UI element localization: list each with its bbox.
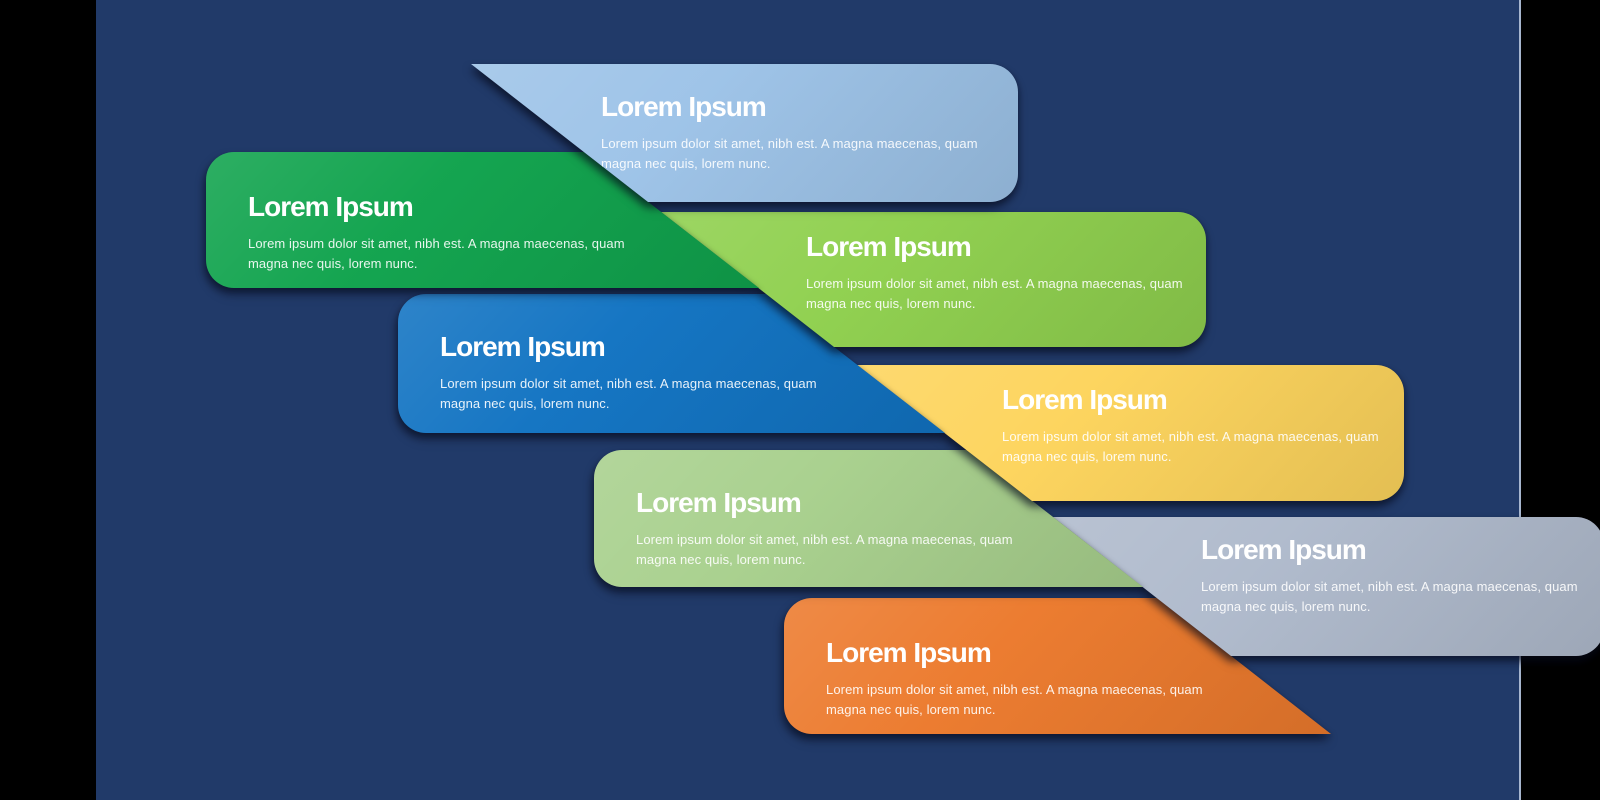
card-title: Lorem Ipsum: [1002, 384, 1168, 415]
card-body: Lorem ipsum dolor sit amet, nibh est. A …: [636, 532, 1013, 567]
card-title: Lorem Ipsum: [440, 331, 606, 362]
card-body: Lorem ipsum dolor sit amet, nibh est. A …: [1002, 429, 1379, 464]
card-title: Lorem Ipsum: [601, 91, 767, 122]
step-card-1-shape: Lorem Ipsum Lorem ipsum dolor sit amet, …: [471, 64, 1018, 202]
card-title: Lorem Ipsum: [1201, 534, 1367, 565]
step-card-5: Lorem Ipsum Lorem ipsum dolor sit amet, …: [857, 365, 1404, 501]
step-card-7: Lorem Ipsum Lorem ipsum dolor sit amet, …: [1053, 517, 1600, 656]
card-body: Lorem ipsum dolor sit amet, nibh est. A …: [248, 236, 625, 271]
card-body: Lorem ipsum dolor sit amet, nibh est. A …: [440, 376, 817, 411]
card-body: Lorem ipsum dolor sit amet, nibh est. A …: [806, 276, 1183, 311]
card-title: Lorem Ipsum: [806, 231, 972, 262]
card-title: Lorem Ipsum: [636, 487, 802, 518]
card-body: Lorem ipsum dolor sit amet, nibh est. A …: [1201, 579, 1578, 614]
card-title: Lorem Ipsum: [826, 637, 992, 668]
card-title: Lorem Ipsum: [248, 191, 414, 222]
step-card-1: Lorem Ipsum Lorem ipsum dolor sit amet, …: [471, 64, 1018, 202]
card-body: Lorem ipsum dolor sit amet, nibh est. A …: [826, 682, 1203, 717]
card-body: Lorem ipsum dolor sit amet, nibh est. A …: [601, 136, 978, 171]
step-card-3: Lorem Ipsum Lorem ipsum dolor sit amet, …: [661, 212, 1206, 347]
slide-background: Lorem Ipsum Lorem ipsum dolor sit amet, …: [96, 0, 1600, 800]
